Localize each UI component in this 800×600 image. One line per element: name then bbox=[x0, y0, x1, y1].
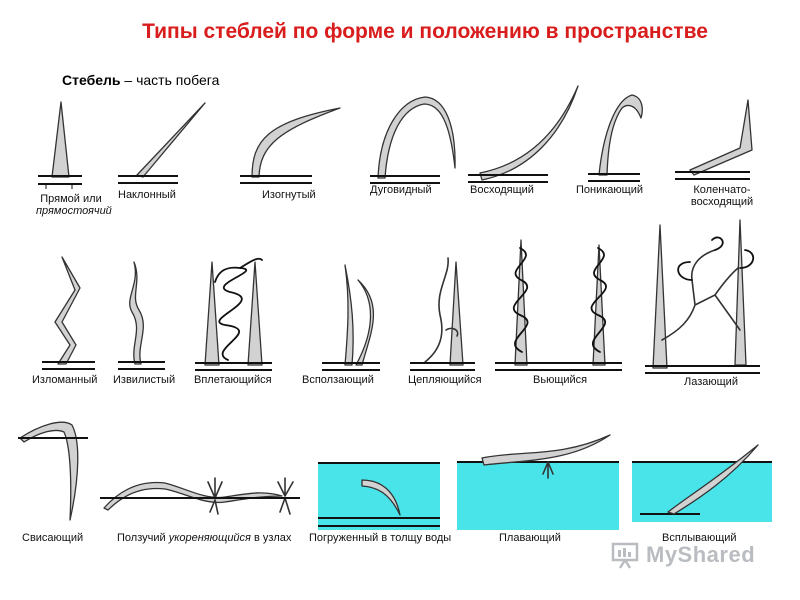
figure-voshodyashchiy bbox=[468, 85, 579, 183]
figure-vspolzayushchiy bbox=[322, 264, 380, 371]
label-ponikayushchiy: Поникающий bbox=[576, 184, 644, 196]
label-polzuchiy: Ползучий укореняющийся в узлах bbox=[117, 532, 291, 544]
subtitle-term: Стебель bbox=[62, 72, 121, 88]
figure-lazayushchiy bbox=[645, 219, 760, 374]
watermark: MyShared bbox=[610, 540, 755, 570]
subtitle-rest: – часть побега bbox=[120, 72, 220, 88]
figure-pryamoy bbox=[38, 101, 82, 189]
label-izlomanny: Изломанный bbox=[32, 374, 98, 386]
figure-pogruzhenny bbox=[318, 462, 440, 530]
label-vyushchiysya: Вьющийся bbox=[533, 374, 588, 386]
figure-polzuchiy bbox=[100, 477, 300, 515]
figure-izvilisty bbox=[118, 261, 165, 370]
label-lazayushchiy: Лазающий bbox=[684, 376, 738, 388]
label-kolenchato-line2: восходящий bbox=[690, 196, 754, 208]
figure-naklonny bbox=[118, 102, 206, 184]
label-voshodyashchiy: Восходящий bbox=[470, 184, 534, 196]
label-vspolzayushchiy: Всползающий bbox=[302, 374, 374, 386]
figure-kolenchato bbox=[675, 99, 753, 180]
label-naklonny: Наклонный bbox=[118, 189, 176, 201]
figure-ponikayushchiy bbox=[588, 94, 643, 182]
label-vpletayushchiysya: Вплетающийся bbox=[194, 374, 272, 386]
label-polzuchiy-c: в узлах bbox=[250, 532, 292, 544]
watermark-text: MyShared bbox=[646, 542, 756, 567]
label-pogruzhenny: Погруженный в толщу воды bbox=[309, 532, 452, 544]
figure-dugovidny bbox=[370, 96, 456, 184]
label-kolenchato-line1: Коленчато- bbox=[693, 184, 751, 196]
figure-vpletayushchiysya bbox=[195, 257, 272, 371]
label-plavayushchiy: Плавающий bbox=[499, 532, 561, 544]
label-pryamoy-line2: прямостоячий bbox=[36, 205, 112, 217]
label-izognuty: Изогнутый bbox=[262, 189, 316, 201]
label-izvilisty: Извилистый bbox=[113, 374, 176, 386]
presentation-board-icon bbox=[611, 542, 639, 569]
figure-svisayushchiy bbox=[18, 421, 88, 521]
label-ceplyayushchiysya: Цепляющийся bbox=[408, 374, 482, 386]
label-polzuchiy-a: Ползучий bbox=[117, 532, 169, 544]
label-polzuchiy-b: укореняющийся bbox=[168, 532, 251, 544]
figure-plavayushchiy bbox=[457, 434, 619, 530]
figure-izognuty bbox=[240, 107, 341, 184]
figure-vsplyvayushchiy bbox=[632, 444, 772, 522]
label-svisayushchiy: Свисающий bbox=[22, 532, 84, 544]
subtitle: Стебель – часть побега bbox=[62, 72, 219, 88]
label-kolenchato: Коленчато-восходящий bbox=[686, 184, 758, 208]
page-title: Типы стеблей по форме и положению в прос… bbox=[142, 20, 708, 43]
figure-izlomanny bbox=[42, 256, 95, 370]
label-pryamoy-line1: Прямой или bbox=[40, 193, 102, 205]
label-dugovidny: Дуговидный bbox=[370, 184, 432, 196]
figure-vyushchiysya bbox=[495, 239, 622, 371]
figure-ceplyayushchiysya bbox=[410, 257, 475, 371]
label-vsplyvayushchiy: Всплывающий bbox=[662, 532, 737, 544]
